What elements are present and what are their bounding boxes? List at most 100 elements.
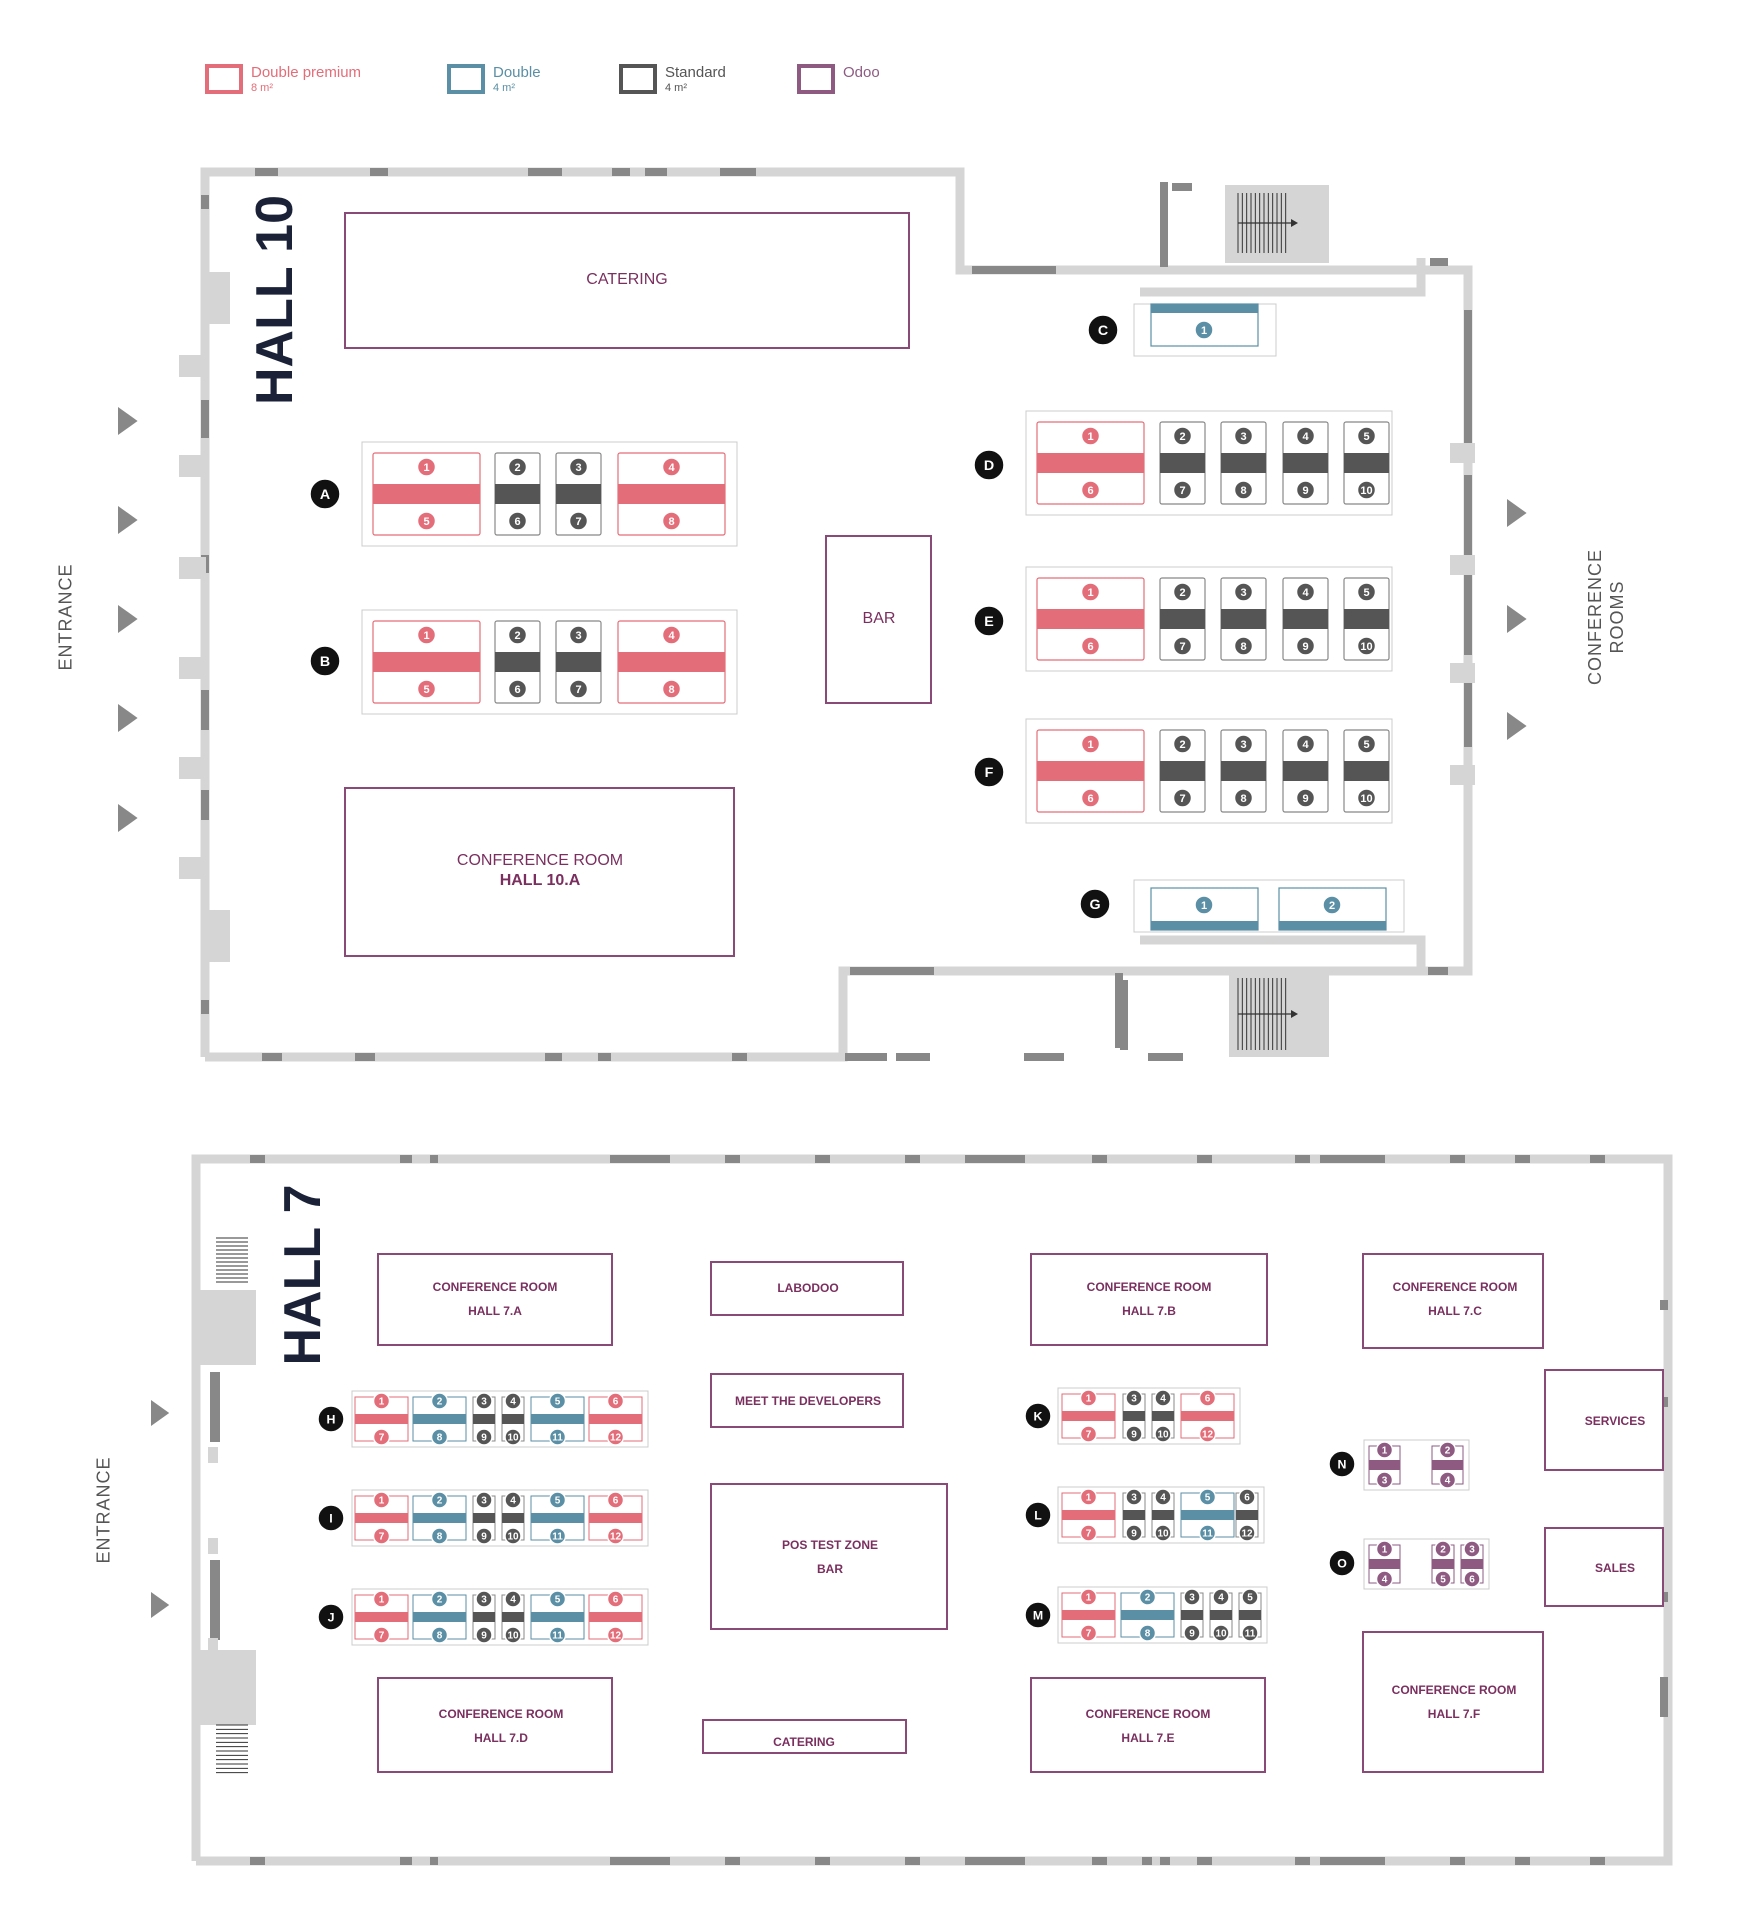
meet-developers-room	[710, 1373, 904, 1428]
wall-segment	[1092, 1857, 1107, 1865]
booth-number-text: 3	[575, 462, 581, 474]
booth-counter	[556, 484, 601, 504]
row-marker-j-text: J	[328, 1610, 335, 1624]
booth-counter	[531, 1612, 584, 1622]
booth-number	[606, 1428, 625, 1446]
booth-number-text: 4	[1160, 1493, 1166, 1504]
wall-segment	[201, 1000, 209, 1014]
booth-number	[504, 1590, 522, 1608]
booth-number	[1375, 1441, 1394, 1459]
booth-number-text: 1	[1087, 587, 1093, 599]
hall-10-upper-inner-wall	[1140, 258, 1426, 297]
booth-counter	[1152, 1411, 1174, 1421]
wall-segment	[201, 400, 209, 438]
booth-counter	[1283, 453, 1328, 473]
wall-segment	[965, 1857, 1025, 1865]
booth-number	[1080, 582, 1101, 602]
booth-number	[1125, 1389, 1143, 1407]
row-marker-d	[973, 449, 1005, 481]
conference-arrow-icon	[1507, 499, 1527, 527]
booth-number	[1079, 1524, 1098, 1542]
booth-number-text: 12	[1241, 1529, 1253, 1540]
booth-number-text: 7	[1179, 641, 1185, 653]
wall-pillar	[205, 910, 230, 962]
booth-number	[568, 679, 589, 699]
booth-number	[430, 1428, 449, 1446]
booth-number	[416, 679, 437, 699]
booth-number	[1125, 1425, 1143, 1443]
wall-pillar	[200, 1650, 256, 1725]
hall-10-entrance-label: ENTRANCE	[55, 563, 76, 671]
booth-number	[548, 1626, 567, 1644]
booth-counter	[1160, 761, 1205, 781]
booth-number-text: 1	[1087, 431, 1093, 443]
wall-segment	[972, 266, 1056, 274]
booth-number	[416, 511, 437, 531]
wall-segment	[250, 1155, 265, 1163]
wall-segment	[201, 195, 209, 209]
hall-7-catering-room	[702, 1719, 907, 1754]
stair-arrow-head-icon	[1291, 1010, 1298, 1018]
pos-test-zone-room	[710, 1483, 948, 1630]
hall-10-lower-inner-wall	[1140, 935, 1426, 971]
booth-number	[606, 1626, 625, 1644]
row-marker-o	[1328, 1549, 1356, 1577]
wall-pillar	[179, 557, 206, 579]
row-marker-c	[1087, 314, 1119, 346]
booth-number-text: 6	[514, 684, 520, 696]
booth-number	[1356, 582, 1377, 602]
booth-number	[1241, 1624, 1259, 1642]
booth-number	[475, 1590, 493, 1608]
row-marker-j	[317, 1603, 345, 1631]
booth-number	[430, 1392, 449, 1410]
booth-number-text: 3	[1240, 739, 1246, 751]
booth-number	[430, 1626, 449, 1644]
booth-number	[1238, 1524, 1256, 1542]
booth-number	[1356, 788, 1377, 808]
hall-10-conference-room	[344, 787, 735, 957]
wall-segment	[612, 168, 630, 176]
booth-number-text: 3	[1469, 1545, 1475, 1556]
booth-number-text: 8	[1240, 485, 1246, 497]
booth-number-text: 11	[552, 1433, 563, 1444]
booth-number-text: 7	[575, 684, 581, 696]
entrance-arrow-icon	[151, 1400, 170, 1426]
booth-number	[568, 457, 589, 477]
booth-number	[1233, 582, 1254, 602]
booth-counter	[1221, 609, 1266, 629]
services-label: SERVICES	[1584, 1414, 1646, 1428]
booth-counter	[1432, 1559, 1454, 1569]
conf-line: CONFERENCE ROOM	[1391, 1683, 1517, 1697]
booth-number-text: 7	[1086, 1529, 1092, 1540]
conference-room-hall: HALL 10.A	[499, 872, 581, 889]
booth-number-text: 10	[1360, 641, 1372, 653]
booth-number	[1295, 426, 1316, 446]
hall-7-title: HALL 7	[274, 1184, 332, 1366]
sales-label: SALES	[1594, 1561, 1636, 1575]
booth-number	[606, 1590, 625, 1608]
booth-number	[1080, 734, 1101, 754]
legend-area: 4 m²	[493, 82, 515, 94]
booth-number	[475, 1491, 493, 1509]
conf-7f-room	[1362, 1631, 1544, 1773]
wall-pillar	[208, 1447, 218, 1463]
booth-number	[661, 679, 682, 699]
double-premium-swatch	[205, 64, 243, 94]
booth-number-text: 1	[379, 1397, 385, 1408]
wall-segment	[732, 1053, 747, 1061]
booth-number	[1295, 788, 1316, 808]
booth-number-text: 9	[1131, 1529, 1137, 1540]
wall-segment	[1590, 1857, 1605, 1865]
booth-number-text: 7	[379, 1433, 385, 1444]
wall-segment	[355, 1053, 375, 1061]
booth-number-text: 6	[1087, 485, 1093, 497]
booth-number	[1241, 1588, 1259, 1606]
row-marker-m	[1024, 1601, 1052, 1629]
booth-number	[1138, 1588, 1157, 1606]
booth-number	[1438, 1441, 1457, 1459]
labodoo-room	[710, 1261, 904, 1316]
booth-number	[507, 625, 528, 645]
booth-number	[1080, 426, 1101, 446]
